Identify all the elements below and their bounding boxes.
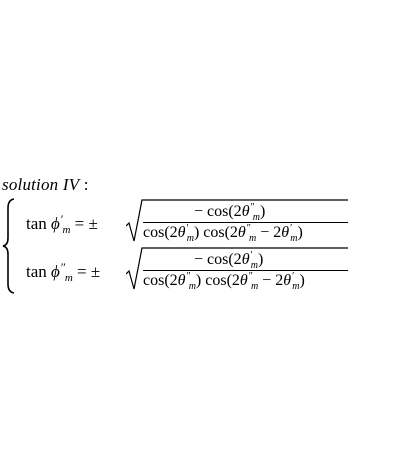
theta-subscript: m — [188, 281, 196, 292]
tan-function: tan — [26, 214, 47, 233]
denominator-part: − 2 — [256, 224, 282, 241]
theta-subscript: m — [250, 260, 258, 271]
solution-label-colon: : — [79, 175, 89, 194]
theta-prime: ′ — [292, 271, 295, 282]
equation-2-lhs: tan ϕ″m = ± — [26, 260, 100, 284]
equation-1-lhs: tan ϕ′m = ± — [26, 212, 98, 236]
denominator-part: − 2 — [258, 272, 284, 289]
numerator-suffix: ) — [259, 203, 266, 220]
theta-subscript: m — [248, 233, 257, 244]
solution-label: solution IV : — [2, 175, 89, 195]
denominator-part: cos(2 — [143, 272, 178, 289]
theta-subscript: m — [186, 233, 194, 244]
phi-symbol: ϕ — [51, 262, 60, 281]
numerator-suffix: ) — [257, 251, 264, 268]
relation-sign: = ± — [74, 214, 98, 233]
theta-symbol: θ — [281, 224, 290, 241]
left-brace — [2, 198, 15, 294]
theta-prime: ″ — [248, 271, 253, 282]
theta-subscript: m — [290, 233, 298, 244]
solution-label-text: solution IV — [2, 175, 80, 194]
denominator-part: ) — [299, 272, 305, 289]
theta-prime: ″ — [186, 271, 191, 282]
denominator: cos(2θ′m) cos(2θ″m − 2θ′m) — [143, 223, 303, 244]
numerator: − cos(2θ′m) — [194, 250, 263, 271]
theta-symbol: θ — [177, 272, 186, 289]
phi-symbol: ϕ — [51, 214, 60, 233]
theta-symbol: θ — [177, 224, 186, 241]
theta-prime: ′ — [250, 250, 253, 261]
phi-subscript: m — [64, 272, 73, 284]
fraction-bar — [143, 222, 348, 223]
theta-prime: ″ — [250, 202, 255, 213]
phi-prime: ″ — [60, 260, 66, 274]
phi-prime: ′ — [60, 212, 64, 226]
denominator-part: ) cos(2 — [193, 224, 238, 241]
equation-2: tan ϕ″m = ± − cos(2θ′m) cos(2θ″m) cos(2θ… — [26, 246, 398, 292]
theta-prime: ′ — [186, 223, 189, 234]
theta-subscript: m — [252, 212, 260, 223]
equation-1: tan ϕ′m = ± − cos(2θ″m) cos(2θ′m) cos(2θ… — [26, 198, 398, 244]
denominator-part: ) cos(2 — [195, 272, 240, 289]
theta-subscript: m — [292, 281, 300, 292]
numerator-prefix: − cos(2 — [194, 251, 242, 268]
numerator-prefix: − cos(2 — [194, 203, 242, 220]
radical-sign — [126, 199, 348, 242]
theta-prime: ′ — [290, 223, 293, 234]
theta-symbol: θ — [241, 251, 250, 268]
theta-symbol: θ — [283, 272, 292, 289]
fraction-bar — [143, 270, 348, 271]
denominator: cos(2θ″m) cos(2θ″m − 2θ′m) — [143, 271, 305, 292]
tan-function: tan — [26, 262, 47, 281]
theta-symbol: θ — [241, 203, 250, 220]
denominator-part: ) — [297, 224, 303, 241]
theta-symbol: θ — [239, 272, 248, 289]
denominator-part: cos(2 — [143, 224, 178, 241]
theta-subscript: m — [250, 281, 259, 292]
radical-sign — [126, 247, 348, 290]
phi-subscript: m — [62, 224, 71, 236]
numerator: − cos(2θ″m) — [194, 202, 265, 223]
theta-symbol: θ — [237, 224, 246, 241]
relation-sign: = ± — [77, 262, 101, 281]
theta-prime: ″ — [246, 223, 251, 234]
